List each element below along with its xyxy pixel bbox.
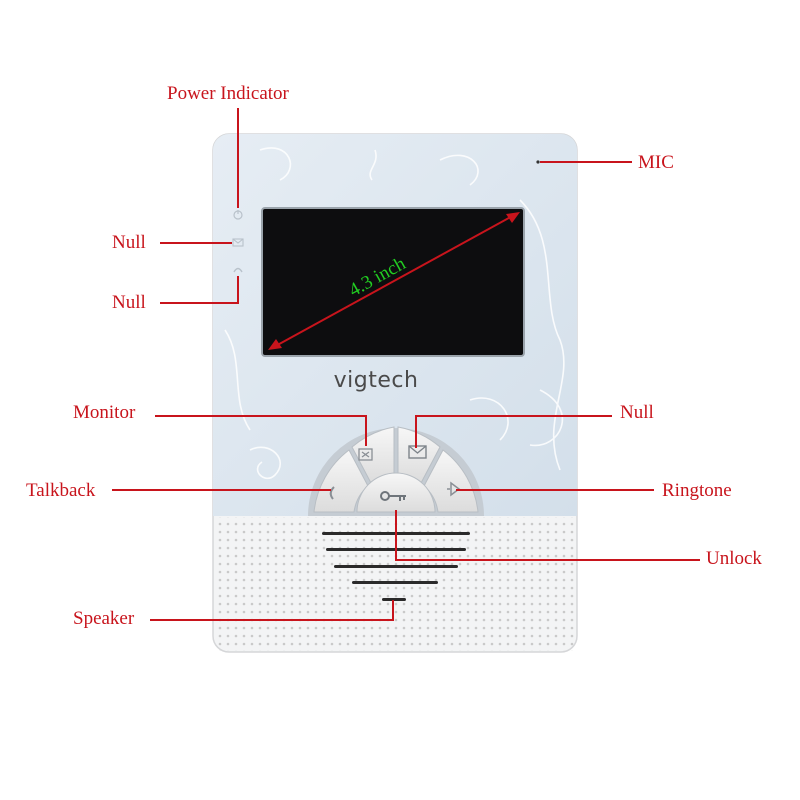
power-indicator-label: Power Indicator (167, 83, 289, 104)
arrowhead-top (506, 212, 520, 223)
null-right-label: Null (620, 402, 654, 423)
button-cluster (308, 426, 484, 516)
speaker-slots (322, 532, 470, 601)
envelope-led-icon (232, 238, 244, 247)
mic-label: MIC (638, 152, 674, 173)
handset-led-icon (233, 267, 243, 273)
null-middle-leader (160, 276, 239, 304)
talkback-button[interactable] (313, 449, 369, 513)
null-top-label: Null (112, 232, 146, 253)
unlock-button[interactable] (356, 472, 436, 513)
decorative-swirls (224, 147, 565, 480)
arrowhead-bottom (268, 339, 282, 350)
null-right-leader (415, 415, 612, 448)
monitor-icon (358, 448, 373, 461)
power-led-icon (233, 210, 243, 220)
bell-icon (447, 481, 461, 497)
unlock-label: Unlock (706, 548, 762, 569)
null-middle-label: Null (112, 292, 146, 313)
monitor-label: Monitor (73, 402, 136, 423)
monitor-leader (155, 415, 367, 446)
speaker-label: Speaker (73, 608, 135, 629)
ringtone-label: Ringtone (662, 480, 732, 501)
mic-hole (536, 160, 540, 164)
screen-diagonal-arrow (271, 213, 517, 349)
handset-icon (329, 486, 335, 500)
speaker-leader (150, 600, 394, 621)
talkback-label: Talkback (26, 480, 96, 501)
brand-logo: vigtech (333, 368, 419, 393)
leader-lines (112, 108, 700, 621)
key-icon (380, 491, 406, 501)
unlock-leader (395, 510, 700, 561)
envelope-icon (408, 445, 427, 459)
